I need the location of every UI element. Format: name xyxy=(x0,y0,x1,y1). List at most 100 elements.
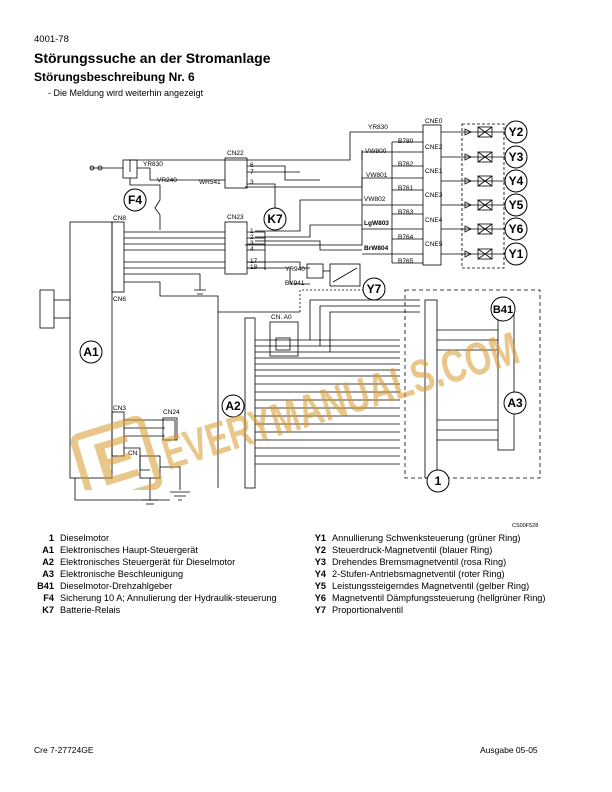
connector-cn23: CN23 xyxy=(227,214,244,221)
cn23-pin: 2 xyxy=(250,234,254,241)
fault-note: - Die Meldung wird weiterhin angezeigt xyxy=(48,88,204,98)
connector-cne5: CNE5 xyxy=(425,241,443,248)
connector-cn8: CN8 xyxy=(113,215,126,222)
wire-brw804: BrW804 xyxy=(364,245,389,252)
a1-symbol: A1 xyxy=(79,340,103,364)
legend-item: F4 Sicherung 10 A; Annulierung der Hydrau… xyxy=(34,592,299,604)
wire-b764: B764 xyxy=(398,234,414,241)
legend-item: B41 Dieselmotor-Drehzahlgeber xyxy=(34,580,299,592)
legend-item: Y3 Drehendes Bremsmagnetventil (rosa Ring… xyxy=(306,556,578,568)
legend-item: A1 Elektronisches Haupt-Steuergerät xyxy=(34,544,299,556)
legend-left: 1 Dieselmotor A1 Elektronisches Haupt-Steu… xyxy=(34,532,299,616)
y4-label: Y4 xyxy=(509,174,524,188)
figure-id: CS00F528 xyxy=(512,523,538,529)
wire-yr830-top: YR830 xyxy=(368,124,388,131)
a2-symbol: A2 xyxy=(221,394,245,418)
connector-cn24: CN24 xyxy=(163,409,180,416)
a3-symbol: A3 xyxy=(503,391,527,415)
fault-subtitle: Störungsbeschreibung Nr. 6 xyxy=(34,70,195,84)
legend-text: Dieselmotor xyxy=(60,533,110,543)
footer-doc-id: Cre 7-27724GE xyxy=(34,745,94,755)
y2-symbol: Y2 xyxy=(504,120,528,144)
legend-text: Batterie-Relais xyxy=(60,605,121,615)
legend-text: Dieselmotor-Drehzahlgeber xyxy=(60,581,173,591)
wire-b780: B780 xyxy=(398,138,414,145)
legend-text: Leistungssteigerndes Magnetventil (gelbe… xyxy=(332,581,530,591)
y3-symbol: Y3 xyxy=(504,145,528,169)
y6-symbol: Y6 xyxy=(504,217,528,241)
wire-yr830-left: YR830 xyxy=(143,161,163,168)
legend-key: Y3 xyxy=(314,557,326,567)
wire-by941: BY941 xyxy=(285,280,305,287)
connector-cn: CN xyxy=(128,450,138,457)
y2-label: Y2 xyxy=(509,125,524,139)
y3-label: Y3 xyxy=(509,150,524,164)
wire-vr240: VR240 xyxy=(157,177,177,184)
legend-text: Sicherung 10 A; Annulierung der Hydrauli… xyxy=(60,593,277,603)
cn22-pin: 3 xyxy=(250,179,254,186)
legend-text: Proportionalventil xyxy=(332,605,403,615)
legend-key: Y5 xyxy=(314,581,326,591)
connector-cn22: CN22 xyxy=(227,150,244,157)
y4-symbol: Y4 xyxy=(504,169,528,193)
y1-label: Y1 xyxy=(509,247,524,261)
wire-lgw803: LgW803 xyxy=(364,220,389,227)
wire-yr940: YR940 xyxy=(285,266,305,273)
wire-wr541: WR541 xyxy=(199,179,221,186)
legend-item: 1 Dieselmotor xyxy=(34,532,299,544)
legend-item: Y7 Proportionalventil xyxy=(306,604,578,616)
legend-text: Elektronisches Steuergerät für Dieselmot… xyxy=(60,557,236,567)
wire-b765: B765 xyxy=(398,258,414,265)
cn23-pin: 1 xyxy=(250,228,254,235)
engine-label: 1 xyxy=(435,474,442,488)
legend-text: Elektronisches Haupt-Steuergerät xyxy=(60,545,198,555)
engine-symbol: 1 xyxy=(426,469,450,493)
legend-key: 1 xyxy=(48,533,54,543)
y6-label: Y6 xyxy=(509,222,524,236)
legend-key: Y2 xyxy=(314,545,326,555)
legend-text: Drehendes Bremsmagnetventil (rosa Ring) xyxy=(332,557,507,567)
f4-label: F4 xyxy=(128,193,142,207)
wiring-diagram: Y2 Y3 Y4 Y5 Y6 Y1 F4 K7 Y7 A1 A2 A3 B41 … xyxy=(39,118,541,529)
legend-key: Y7 xyxy=(314,605,326,615)
f4-symbol: F4 xyxy=(123,188,147,212)
connector-cne2: CNE2 xyxy=(425,144,443,151)
cn23-pin: 18 xyxy=(250,264,258,271)
wire-b762: B762 xyxy=(398,161,414,168)
cn23-pin: 17 xyxy=(250,258,258,265)
wire-vw801: VW801 xyxy=(366,172,388,179)
cn23-pin: 3 xyxy=(250,240,254,247)
y5-symbol: Y5 xyxy=(504,193,528,217)
legend-key: B41 xyxy=(37,581,54,591)
a3-label: A3 xyxy=(507,396,523,410)
legend-right: Y1 Annullierung Schwenksteuerung (grüner … xyxy=(306,532,578,616)
legend-item: Y5 Leistungssteigerndes Magnetventil (gel… xyxy=(306,580,578,592)
page-title: Störungssuche an der Stromanlage xyxy=(34,50,271,66)
legend-item: Y1 Annullierung Schwenksteuerung (grüner … xyxy=(306,532,578,544)
legend-text: Elektronische Beschleunigung xyxy=(60,569,184,579)
legend-key: F4 xyxy=(43,593,54,603)
y5-label: Y5 xyxy=(509,198,524,212)
cn22-pin: 7 xyxy=(250,169,254,176)
wire-vw800: VW800 xyxy=(365,148,387,155)
legend-text: 2-Stufen-Antriebsmagnetventil (roter Rin… xyxy=(332,569,505,579)
connector-cn3: CN3 xyxy=(113,405,126,412)
legend-key: Y4 xyxy=(314,569,326,579)
k7-label: K7 xyxy=(267,212,283,226)
legend-key: A2 xyxy=(42,557,54,567)
legend-key: A3 xyxy=(42,569,54,579)
legend-key: Y6 xyxy=(314,593,326,603)
connector-cna0: CN. A0 xyxy=(271,314,292,321)
legend-text: Annullierung Schwenksteuerung (grüner Ri… xyxy=(332,533,521,543)
wire-b763: B763 xyxy=(398,209,414,216)
legend-item: A2 Elektronisches Steuergerät für Dieselm… xyxy=(34,556,299,568)
k7-symbol: K7 xyxy=(263,207,287,231)
legend-key: Y1 xyxy=(314,533,326,543)
cn23-pin: 4 xyxy=(250,246,254,253)
b41-symbol: B41 xyxy=(490,296,516,322)
wire-b761: B761 xyxy=(398,185,414,192)
connector-cn6: CN6 xyxy=(113,296,126,303)
connector-cne1: CNE1 xyxy=(425,168,443,175)
legend-key: A1 xyxy=(42,545,54,555)
